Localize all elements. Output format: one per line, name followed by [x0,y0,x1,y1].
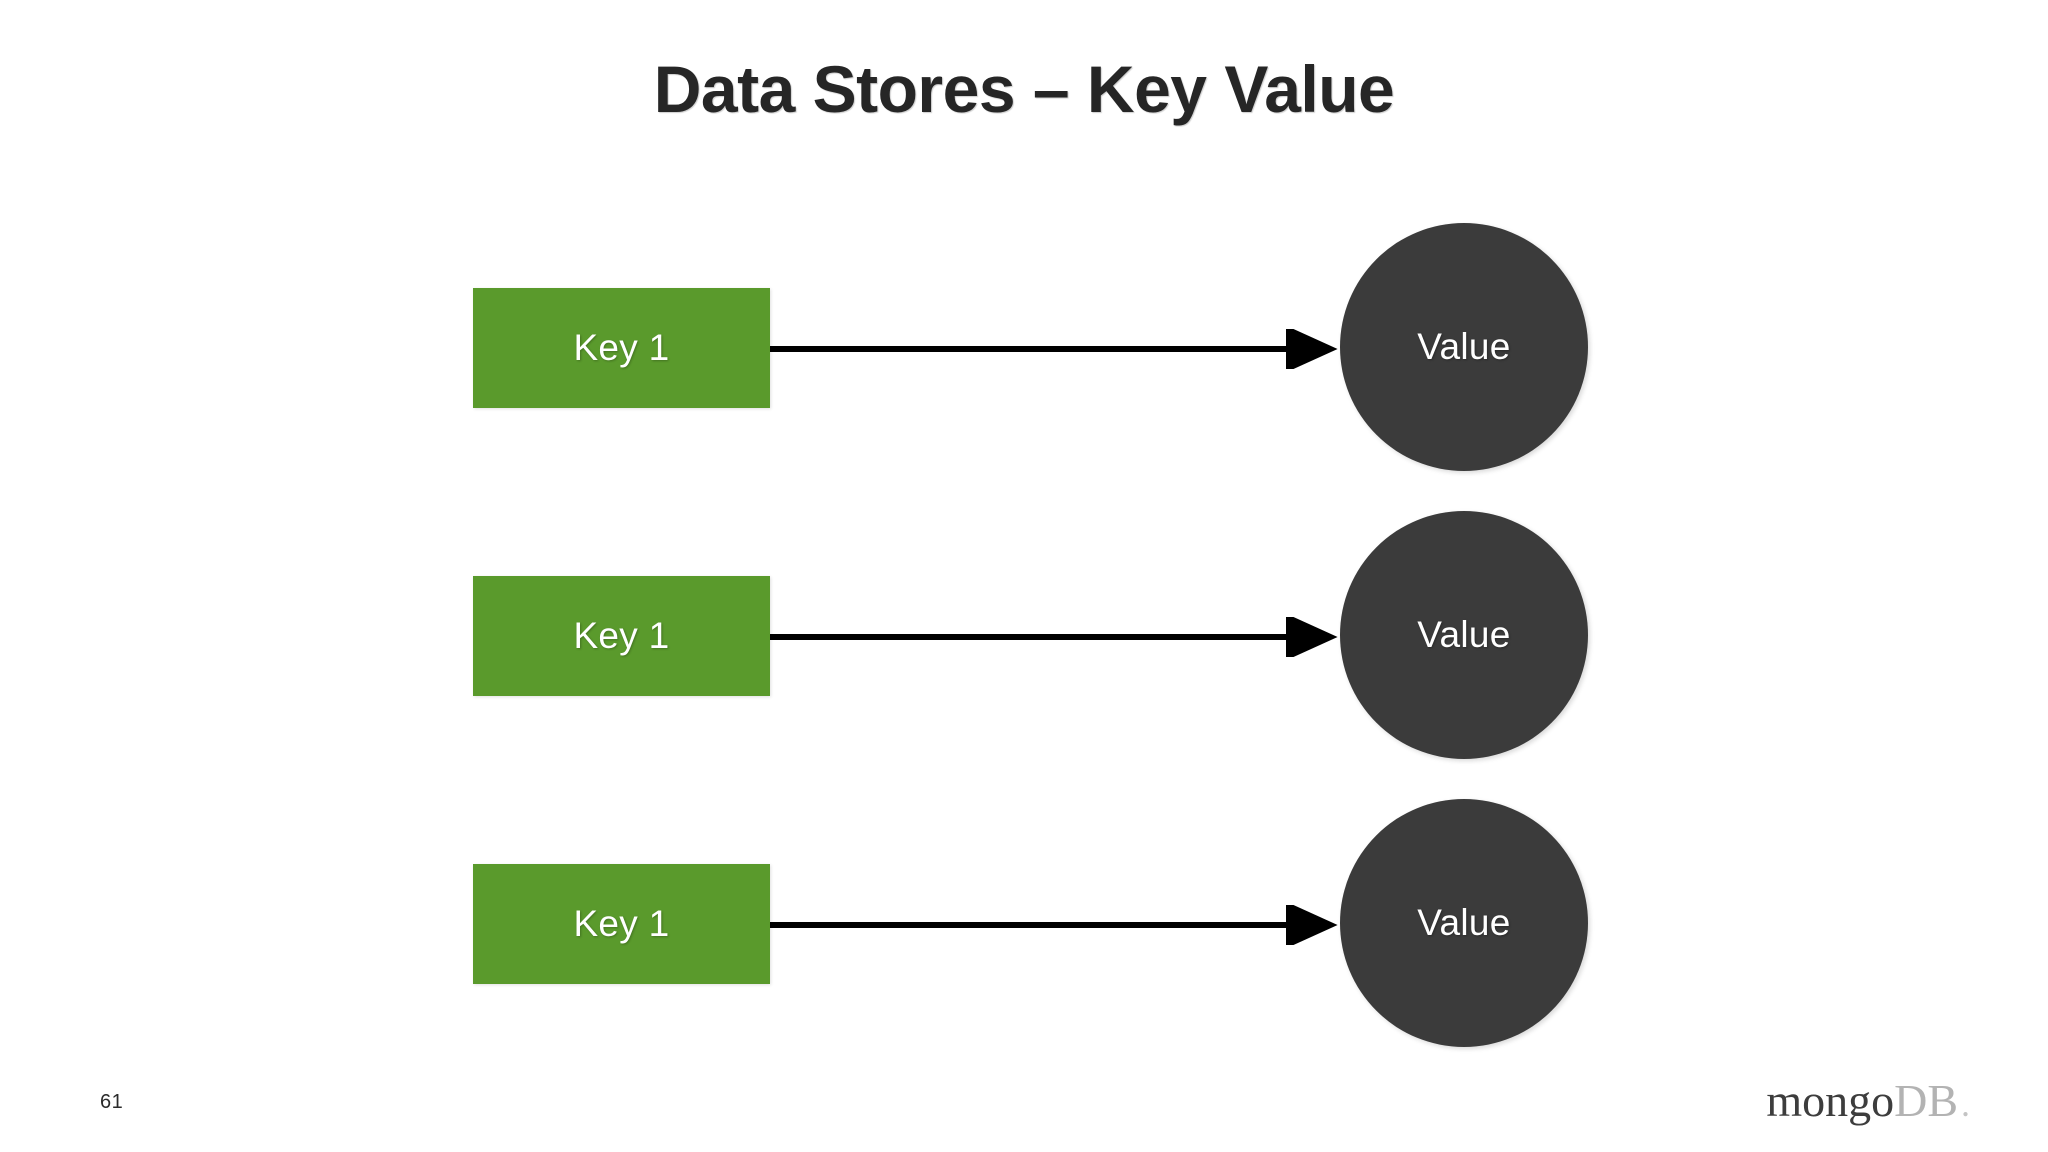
brand-dot: . [1961,1084,1970,1124]
value-circle[interactable]: Value [1340,223,1588,471]
arrow-connector [770,901,1350,949]
brand-db-text: DB [1894,1075,1958,1126]
key-box[interactable]: Key 1 [473,864,770,984]
page-number: 61 [100,1091,124,1113]
key-box-label: Key 1 [573,327,670,368]
value-circle-label: Value [1417,614,1511,655]
key-box[interactable]: Key 1 [473,576,770,696]
key-box-label: Key 1 [573,615,670,656]
key-value-row: Key 1 Value [0,799,2048,1049]
key-box[interactable]: Key 1 [473,288,770,408]
page-title: Data Stores – Key Value [653,52,1395,126]
key-value-row: Key 1 Value [0,511,2048,761]
brand-mongo-text: mongo [1766,1075,1895,1126]
key-box-label: Key 1 [573,903,670,944]
value-circle[interactable]: Value [1340,799,1588,1047]
arrow-connector [770,325,1350,373]
value-circle-label: Value [1417,326,1511,367]
value-circle[interactable]: Value [1340,511,1588,759]
arrow-connector [770,613,1350,661]
key-value-row: Key 1 Value [0,223,2048,473]
value-circle-label: Value [1417,902,1511,943]
